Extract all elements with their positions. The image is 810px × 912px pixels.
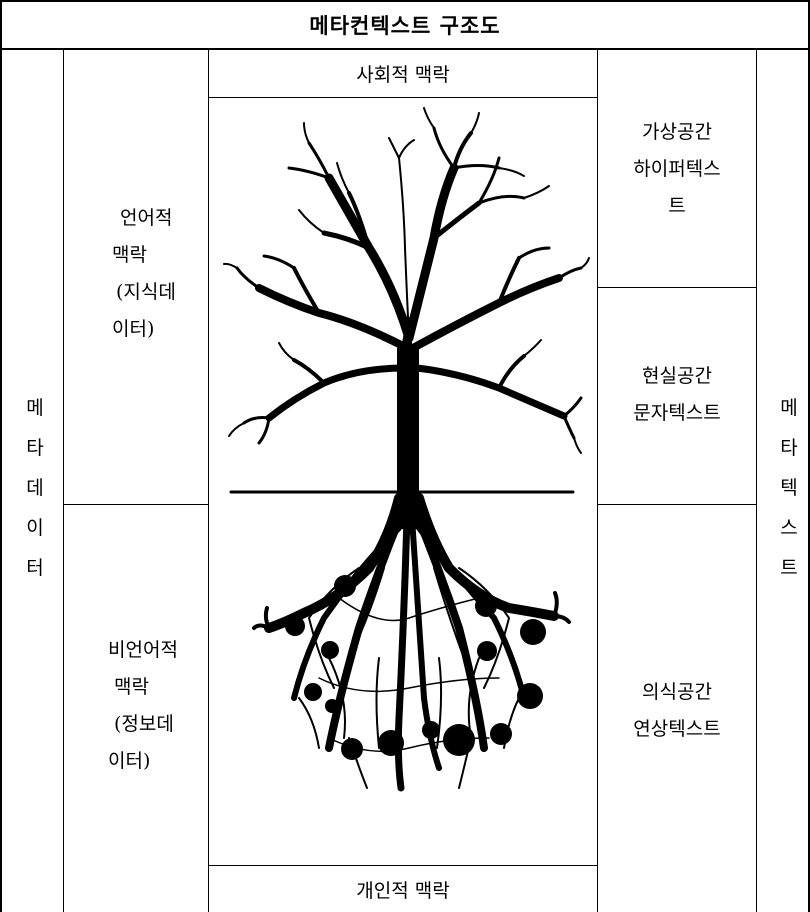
metatext-char: 메 bbox=[774, 388, 804, 428]
metadata-char: 타 bbox=[20, 428, 50, 468]
metatext-char: 타 bbox=[774, 428, 804, 468]
consciousness-line: 연상텍스트 bbox=[598, 711, 756, 748]
metadata-char: 이 bbox=[20, 508, 50, 548]
personal-context-label: 개인적 맥락 bbox=[208, 866, 598, 912]
metatext-char: 스 bbox=[774, 508, 804, 548]
linguistic-context-label: 언어적 맥락 (지식데 이터) bbox=[112, 200, 176, 348]
cyberspace-line: 하이퍼텍스 bbox=[598, 151, 756, 188]
cyberspace-line: 트 bbox=[598, 188, 756, 225]
nonlinguistic-line: 비언어적 bbox=[108, 632, 178, 669]
metadata-char: 데 bbox=[20, 468, 50, 508]
nonlinguistic-line: (정보데 bbox=[108, 706, 178, 743]
metatext-char: 텍 bbox=[774, 468, 804, 508]
metadata-char: 메 bbox=[20, 388, 50, 428]
right-row-divider-1 bbox=[597, 287, 757, 288]
linguistic-line: 맥락 bbox=[112, 237, 176, 274]
nonlinguistic-context-label: 비언어적 맥락 (정보데 이터) bbox=[108, 632, 178, 780]
social-context-label: 사회적 맥락 bbox=[208, 50, 598, 97]
metatext-char: 트 bbox=[774, 548, 804, 588]
linguistic-line: 언어적 bbox=[112, 200, 176, 237]
linguistic-line: (지식데 bbox=[112, 274, 176, 311]
tree-illustration bbox=[209, 98, 597, 865]
col-divider-1 bbox=[63, 48, 64, 912]
nonlinguistic-line: 이터) bbox=[108, 743, 178, 780]
border-left bbox=[0, 0, 2, 912]
cyberspace-line: 가상공간 bbox=[598, 114, 756, 151]
right-row-divider-2 bbox=[597, 504, 757, 505]
cyberspace-label: 가상공간 하이퍼텍스 트 bbox=[598, 114, 756, 225]
linguistic-line: 이터) bbox=[112, 311, 176, 348]
consciousness-line: 의식공간 bbox=[598, 674, 756, 711]
realspace-label: 현실공간 문자텍스트 bbox=[598, 358, 756, 432]
metadata-char: 터 bbox=[20, 548, 50, 588]
metatext-vertical-label: 메 타 텍 스 트 bbox=[774, 388, 804, 588]
diagram-title: 메타컨텍스트 구조도 bbox=[0, 0, 810, 50]
col-divider-4 bbox=[756, 48, 757, 912]
consciousness-label: 의식공간 연상텍스트 bbox=[598, 674, 756, 748]
realspace-line: 문자텍스트 bbox=[598, 395, 756, 432]
left-row-divider bbox=[63, 504, 209, 505]
realspace-line: 현실공간 bbox=[598, 358, 756, 395]
nonlinguistic-line: 맥락 bbox=[108, 669, 178, 706]
metadata-vertical-label: 메 타 데 이 터 bbox=[20, 388, 50, 588]
